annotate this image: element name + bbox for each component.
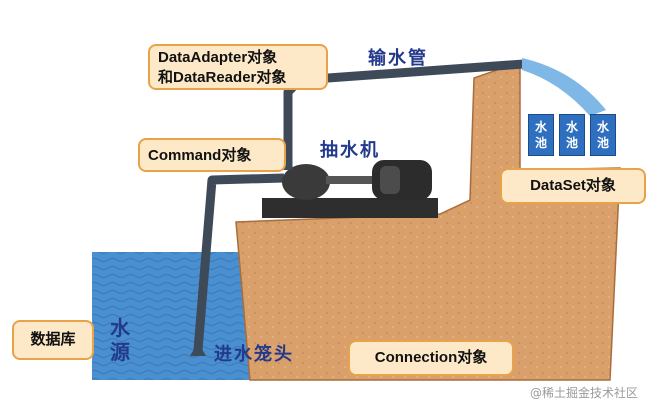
pump-motor-highlight xyxy=(380,166,400,194)
watermark: @稀土掘金技术社区 xyxy=(530,386,639,400)
data-adapter-label-line2: 和DataReader对象 xyxy=(158,69,287,86)
water-tank: 水池 xyxy=(559,114,585,156)
data-adapter-label-line1: DataAdapter对象 xyxy=(158,49,278,66)
pipe-label: 输水管 xyxy=(368,48,428,69)
command-label: Command对象 xyxy=(148,147,252,164)
pump-label: 抽水机 xyxy=(320,140,380,161)
dataset-label: DataSet对象 xyxy=(530,177,616,194)
pump-housing xyxy=(282,164,330,200)
data-adapter-callout: DataAdapter对象 和DataReader对象 xyxy=(148,44,328,90)
pump-shaft xyxy=(326,176,374,184)
connection-callout: Connection对象 xyxy=(348,340,514,376)
intake-nozzle xyxy=(190,342,206,356)
water-source-label: 水源 xyxy=(110,316,132,364)
database-label: 数据库 xyxy=(30,331,76,348)
cliff-ground xyxy=(235,60,621,381)
command-callout: Command对象 xyxy=(138,138,286,172)
intake-label: 进水笼头 xyxy=(214,344,294,365)
database-callout: 数据库 xyxy=(12,320,94,360)
water-stream xyxy=(522,58,606,116)
water-tank: 水池 xyxy=(590,114,616,156)
connection-label: Connection对象 xyxy=(374,349,488,366)
dataset-callout: DataSet对象 xyxy=(500,168,646,204)
water-tank: 水池 xyxy=(528,114,554,156)
pump-platform xyxy=(262,198,438,218)
intake-pipe xyxy=(193,173,285,351)
